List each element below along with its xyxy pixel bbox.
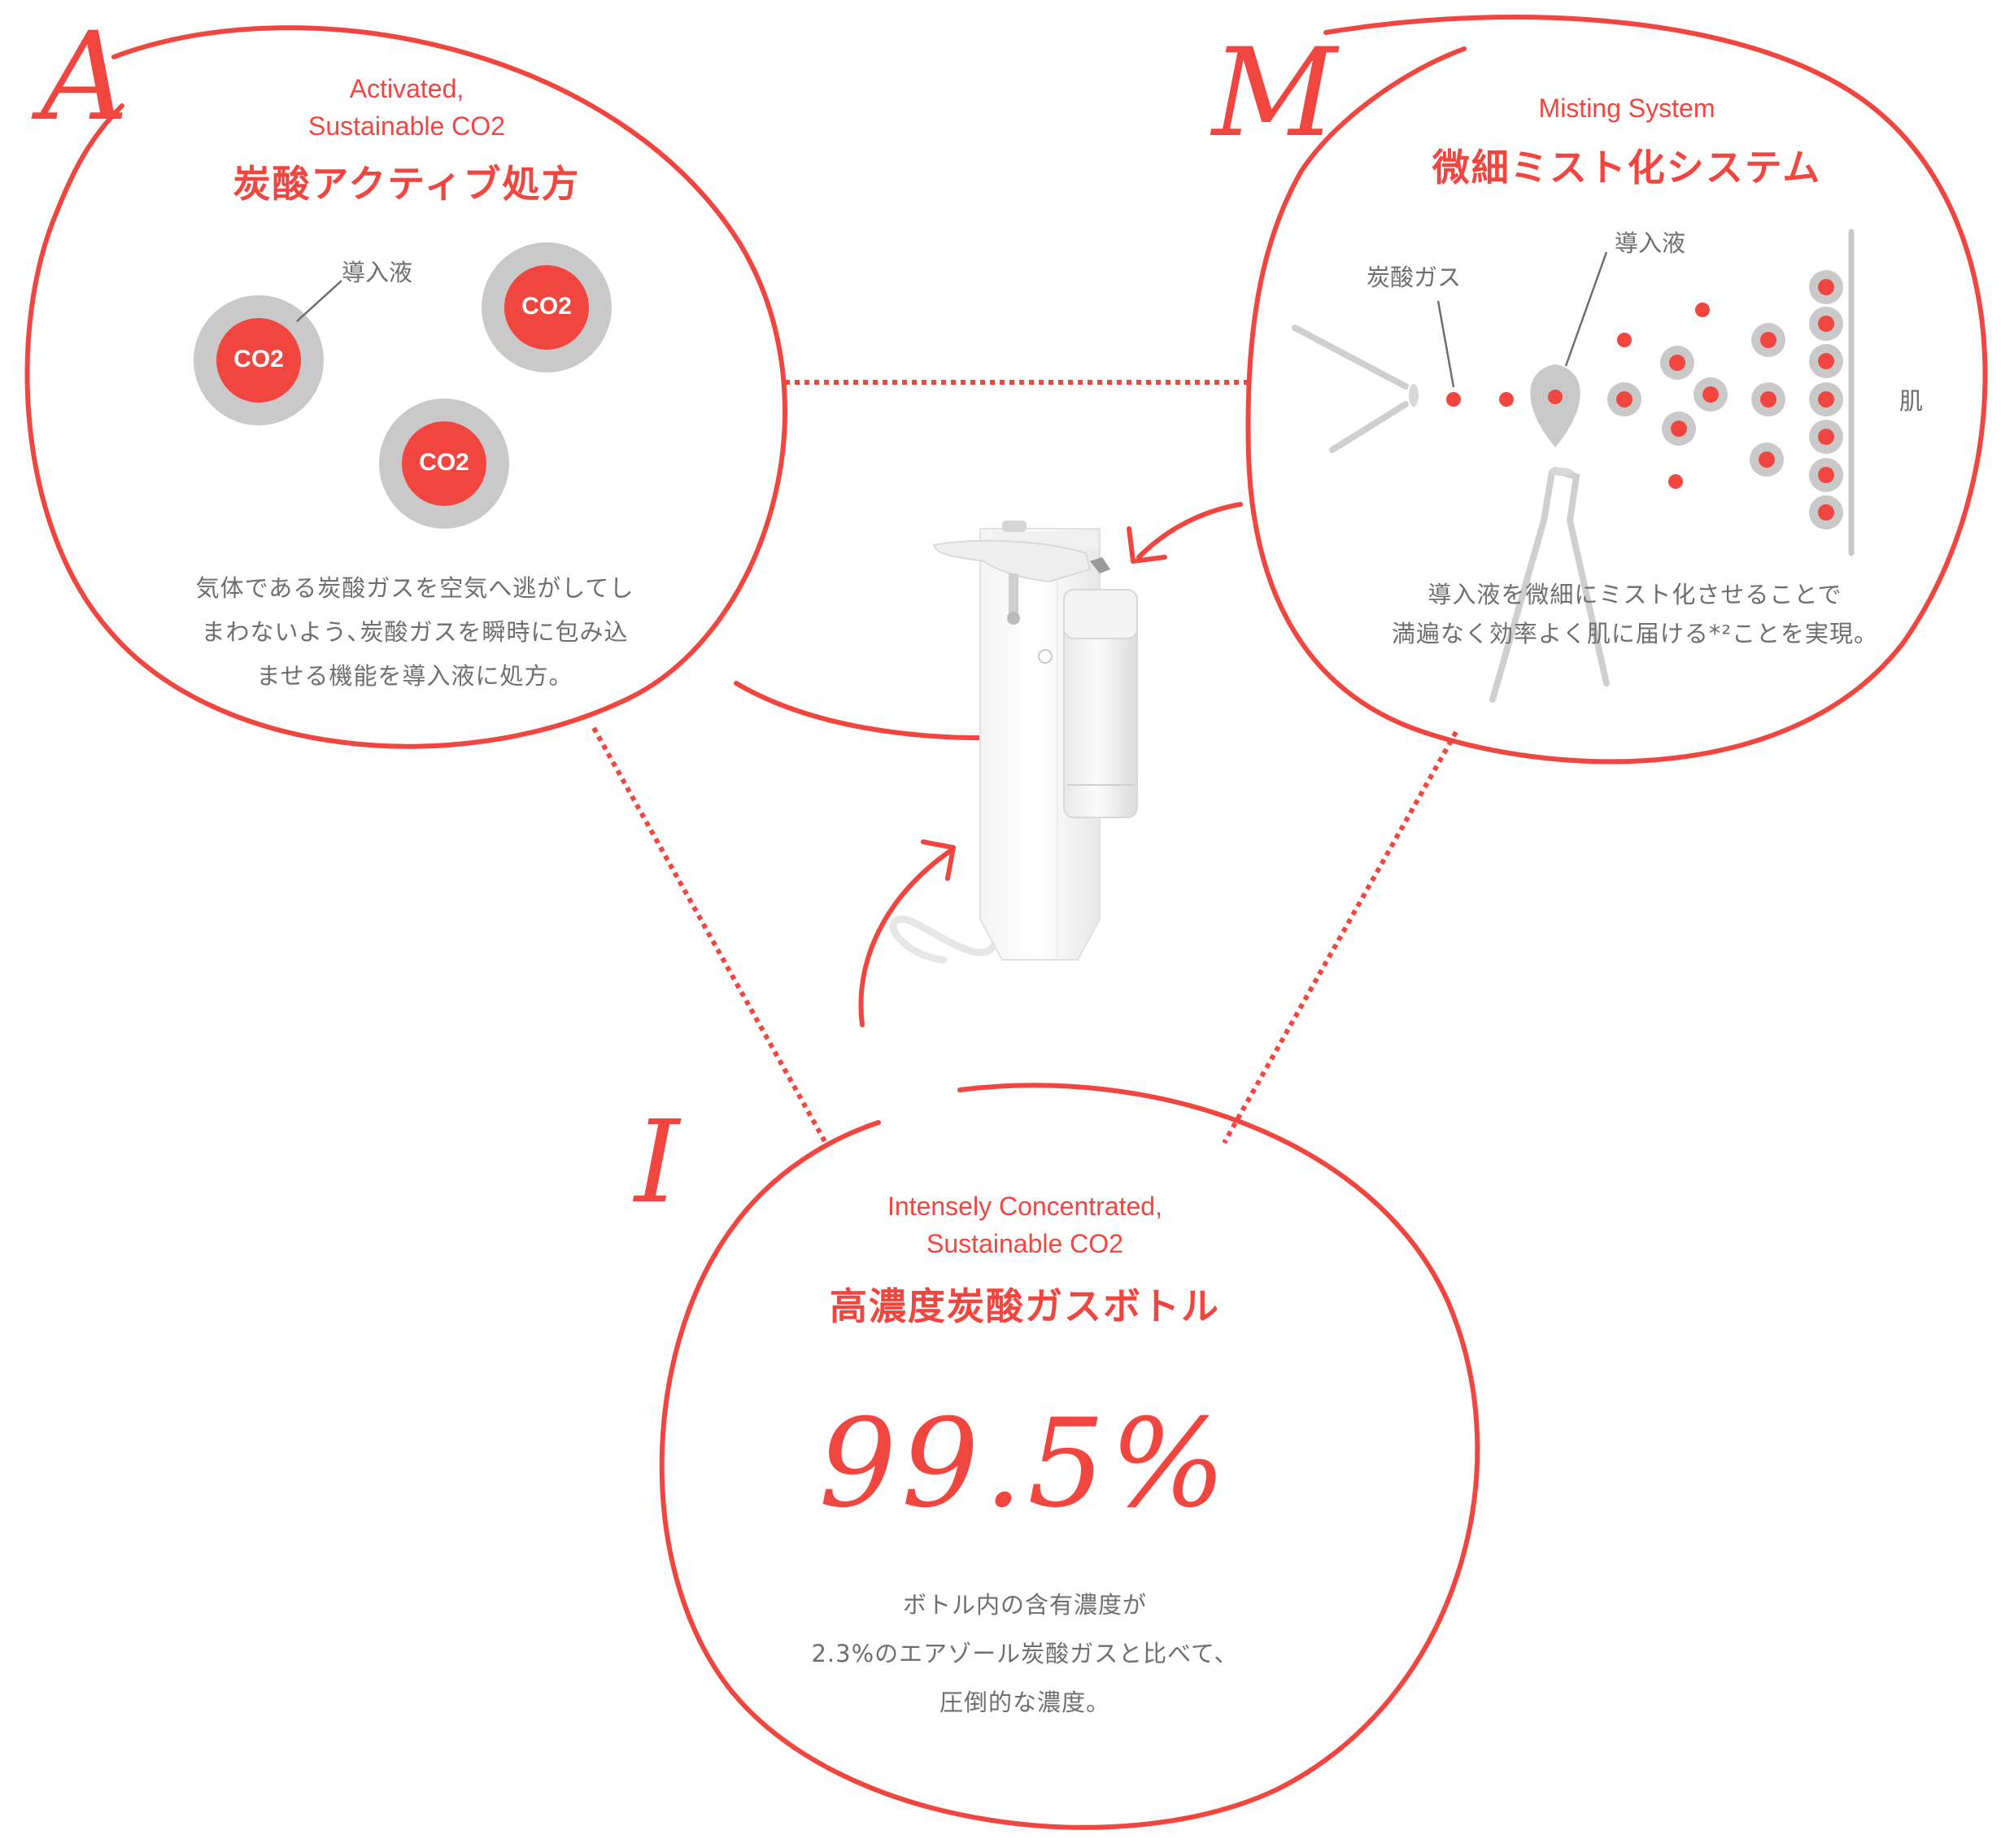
arrow-from-i <box>858 848 954 1027</box>
letter-a: A <box>41 7 129 148</box>
circle-m-outline <box>1245 15 1988 765</box>
letter-m: M <box>1212 23 1337 164</box>
co2-label-1: CO2 <box>233 346 284 373</box>
arrow-from-m-head <box>1127 526 1167 564</box>
circle-i-body-line3: 圧倒的な濃度。 <box>939 1689 1110 1716</box>
circle-i-en-line2: Sustainable CO2 <box>926 1229 1123 1258</box>
connector-m-i <box>1222 730 1458 1144</box>
mist-illustration <box>1292 229 1855 703</box>
connector-lines <box>591 380 1458 1144</box>
circle-a-liquid-label: 導入液 <box>342 259 413 286</box>
connector-a-i <box>591 726 828 1144</box>
co2-label-2: CO2 <box>521 293 572 320</box>
circle-a-en-line2: Sustainable CO2 <box>308 111 505 141</box>
circle-a-en-line1: Activated, <box>349 74 464 103</box>
circle-a-title: 炭酸アクティブ処方 <box>233 162 581 206</box>
circle-m-skin-label: 肌 <box>1899 387 1924 415</box>
concentration-value: 99.5% <box>818 1393 1232 1535</box>
arrow-from-i-head <box>921 839 956 881</box>
circle-m-en: Misting System <box>1538 94 1715 123</box>
circle-m-title: 微細ミスト化システム <box>1432 146 1822 190</box>
circle-i-outline <box>659 1083 1480 1830</box>
arrow-from-m <box>1136 502 1243 560</box>
circle-i-body-line1: ボトル内の含有濃度が <box>902 1591 1147 1619</box>
circle-m-body-line2: 満遍なく効率よく肌に届ける*²ことを実現。 <box>1391 620 1879 647</box>
circle-i-en-line1: Intensely Concentrated, <box>887 1192 1162 1221</box>
co2-label-3: CO2 <box>419 449 469 476</box>
circle-a-outline <box>24 25 787 749</box>
misting-device-illustration <box>889 521 1138 964</box>
circle-i-title: 高濃度炭酸ガスボトル <box>830 1284 1220 1328</box>
circle-i-body-line2: 2.3%のエアゾール炭酸ガスと比べて、 <box>811 1640 1239 1667</box>
circle-a-body-line3: ませる機能を導入液に処方。 <box>256 662 573 690</box>
circle-a-body-line1: 気体である炭酸ガスを空気へ逃がしてし <box>195 574 634 602</box>
circle-a-body-line2: まわないよう､炭酸ガスを瞬時に包み込 <box>201 618 629 646</box>
co2-particles <box>194 242 612 529</box>
circle-m-body-line1: 導入液を微細にミスト化させることで <box>1428 581 1842 608</box>
circle-m-gas-label: 炭酸ガス <box>1367 264 1462 291</box>
circle-m-liquid-label: 導入液 <box>1615 229 1686 257</box>
letter-i: I <box>634 1096 680 1229</box>
